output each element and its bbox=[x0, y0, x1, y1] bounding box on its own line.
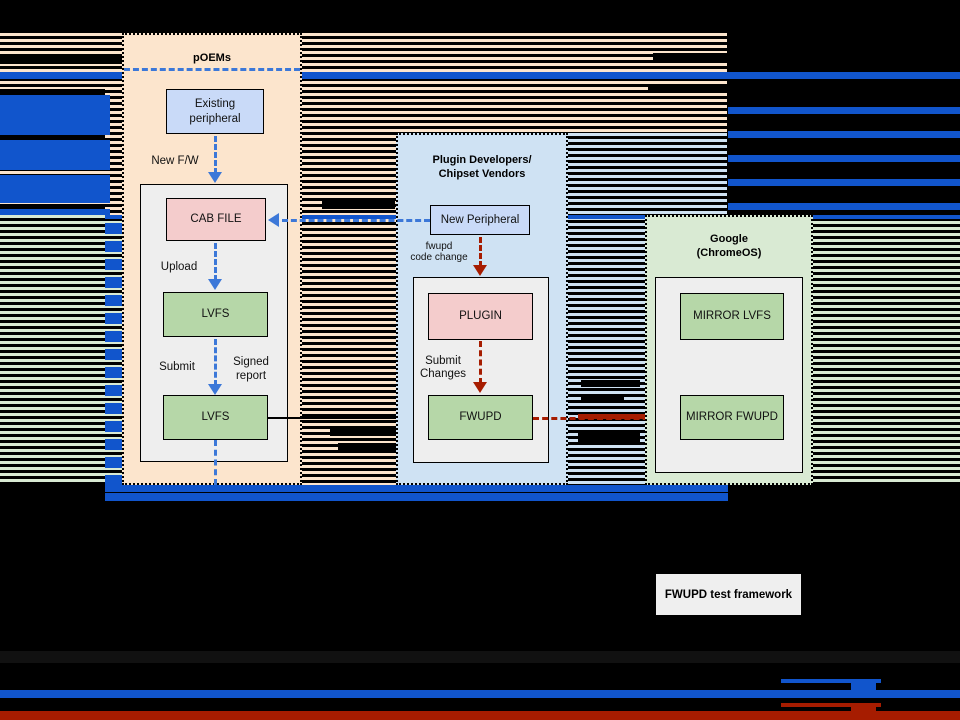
glitch-bar-blue bbox=[728, 155, 960, 162]
glitch-bar-blue bbox=[105, 493, 728, 501]
glitch-bar-blue bbox=[105, 421, 123, 432]
glitch-bar-blue bbox=[0, 209, 110, 215]
fwupd-test-framework-label: FWUPD test framework bbox=[664, 588, 793, 601]
glitch-bar-blue bbox=[728, 107, 960, 114]
glitch-bar-blue bbox=[0, 140, 110, 170]
lane-google-title-line1: Google bbox=[710, 233, 748, 245]
glitch-bar-red bbox=[0, 711, 960, 720]
node-mirror-lvfs: MIRROR LVFS bbox=[680, 293, 784, 340]
glitch-smear-green-left bbox=[0, 215, 122, 485]
node-cab-file-label: CAB FILE bbox=[190, 213, 242, 226]
glitch-bar-blue bbox=[728, 179, 960, 186]
node-lvfs-submit: LVFS bbox=[163, 395, 268, 440]
edge-label-upload: Upload bbox=[160, 261, 198, 273]
glitch-bar bbox=[728, 485, 960, 501]
glitch-bar-blue bbox=[105, 223, 123, 234]
connector-submit-changes bbox=[479, 341, 482, 384]
connector-new-fw bbox=[214, 136, 217, 174]
glitch-bar-blue bbox=[105, 72, 960, 79]
edge-label-new-fw: New F/W bbox=[151, 155, 199, 167]
fwupd-test-framework-box: FWUPD test framework bbox=[656, 574, 801, 615]
glitch-bar bbox=[0, 651, 960, 663]
glitch-smear-green-right bbox=[813, 215, 960, 485]
edge-label-submit: Submit bbox=[159, 361, 195, 373]
glitch-bar-blue bbox=[0, 95, 110, 135]
glitch-bar-blue bbox=[105, 331, 123, 342]
connector-upload bbox=[214, 243, 217, 281]
connector-lvfs-to-fwupd bbox=[268, 417, 422, 419]
glitch-bar bbox=[653, 53, 960, 61]
glitch-bar bbox=[338, 443, 403, 451]
glitch-bar bbox=[0, 55, 200, 64]
glitch-bar bbox=[0, 615, 960, 651]
connector-fwupd-code-change bbox=[479, 237, 482, 267]
edge-label-fwupd-code-change-line2: code change bbox=[410, 252, 468, 263]
connector-submit bbox=[214, 339, 217, 386]
node-cab-file: CAB FILE bbox=[166, 198, 266, 241]
glitch-bar bbox=[0, 89, 105, 98]
node-plugin: PLUGIN bbox=[428, 293, 533, 340]
glitch-bar-blue bbox=[105, 403, 123, 414]
arrowhead-upload bbox=[208, 279, 222, 290]
glitch-bar-blue bbox=[105, 485, 728, 492]
arrowhead-submit bbox=[208, 384, 222, 395]
glitch-bar-blue bbox=[728, 131, 960, 138]
node-plugin-label: PLUGIN bbox=[459, 310, 502, 323]
arrowhead-fwupd-code-change bbox=[473, 265, 487, 276]
node-existing-peripheral: Existing peripheral bbox=[166, 89, 264, 134]
glitch-bar-blue bbox=[105, 241, 123, 252]
node-mirror-fwupd-label: MIRROR FWUPD bbox=[686, 411, 778, 424]
glitch-bar-blue bbox=[728, 203, 960, 210]
glitch-bar-blue bbox=[105, 367, 123, 378]
glitch-bar-blue bbox=[105, 457, 123, 468]
lane-plugin-title-line2: Chipset Vendors bbox=[438, 168, 526, 180]
glitch-bar bbox=[0, 485, 105, 501]
arrowhead-submit-changes bbox=[473, 382, 487, 393]
glitch-bar bbox=[322, 201, 395, 209]
glitch-bar-blue bbox=[105, 439, 123, 450]
glitch-bar-blue bbox=[781, 679, 881, 683]
node-mirror-lvfs-label: MIRROR LVFS bbox=[693, 310, 771, 323]
glitch-bar-blue bbox=[105, 313, 123, 324]
node-fwupd: FWUPD bbox=[428, 395, 533, 440]
edge-label-submit-changes-line1: Submit bbox=[425, 355, 461, 367]
glitch-bar-blue bbox=[0, 690, 960, 698]
node-new-peripheral-label: New Peripheral bbox=[440, 213, 520, 226]
glitch-bar bbox=[0, 25, 960, 33]
glitch-bar bbox=[581, 380, 640, 387]
edge-label-signed-report: Signed report bbox=[233, 356, 269, 383]
lane-google-title-line2: (ChromeOS) bbox=[696, 247, 762, 259]
edge-label-submit-changes-line2: Changes bbox=[419, 368, 467, 380]
node-existing-peripheral-label: Existing peripheral bbox=[189, 98, 241, 125]
glitch-bar bbox=[581, 396, 624, 403]
glitch-bar-blue bbox=[0, 72, 105, 79]
node-lvfs-submit-label: LVFS bbox=[201, 411, 230, 424]
glitch-bar bbox=[330, 428, 403, 436]
glitch-bar-blue bbox=[105, 295, 123, 306]
node-mirror-fwupd: MIRROR FWUPD bbox=[680, 395, 784, 440]
connector-newperipheral-to-cabfile bbox=[282, 219, 430, 222]
connector-poems-bottom-dashed bbox=[214, 440, 217, 485]
glitch-bar-blue bbox=[105, 385, 123, 396]
lane-plugin-title-line1: Plugin Developers/ bbox=[432, 154, 532, 166]
glitch-bar-blue bbox=[105, 259, 123, 270]
glitch-bar bbox=[0, 204, 105, 210]
arrowhead-to-cabfile bbox=[268, 213, 279, 227]
glitch-bar-blue bbox=[105, 277, 123, 288]
node-lvfs-upload: LVFS bbox=[163, 292, 268, 337]
glitch-bar-blue bbox=[105, 475, 123, 486]
glitch-bar-blue bbox=[105, 349, 123, 360]
connector-poems-top-dashed bbox=[124, 68, 300, 71]
glitch-bar-red bbox=[781, 703, 881, 707]
glitch-bar-red bbox=[578, 414, 670, 419]
node-lvfs-upload-label: LVFS bbox=[201, 308, 230, 321]
glitch-bar bbox=[648, 84, 960, 92]
lane-poems-title: pOEMs bbox=[193, 52, 231, 64]
node-new-peripheral: New Peripheral bbox=[430, 205, 530, 235]
glitch-bar bbox=[578, 432, 640, 442]
glitch-bar-blue bbox=[0, 175, 110, 203]
edge-label-fwupd-code-change-line1: fwupd bbox=[425, 241, 453, 252]
node-fwupd-label: FWUPD bbox=[459, 411, 502, 424]
arrowhead-new-fw bbox=[208, 172, 222, 183]
